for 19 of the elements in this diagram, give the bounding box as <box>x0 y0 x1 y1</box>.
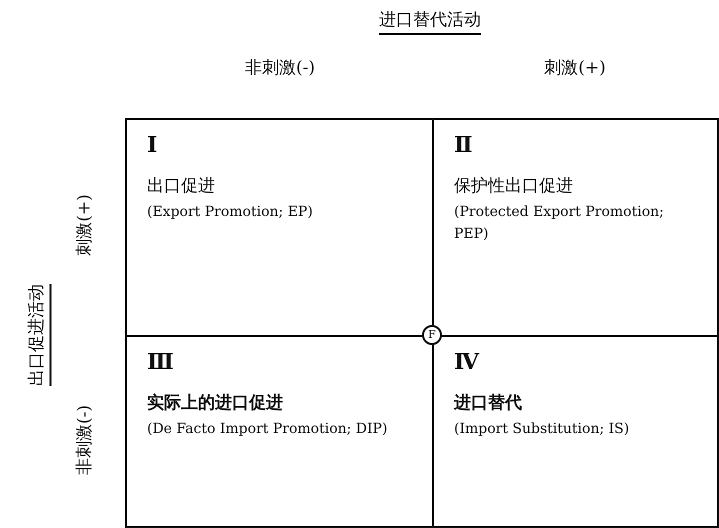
row-header: 非刺激(-) <box>74 405 96 475</box>
quadrant-title: 进口替代 <box>454 392 523 414</box>
quadrant-title: 实际上的进口促进 <box>147 392 284 414</box>
column-header: 非刺激(-) <box>245 57 315 79</box>
quadrant-subtitle: (De Facto Import Promotion; DIP) <box>147 420 388 439</box>
origin-marker: F <box>422 325 442 345</box>
roman-numeral: Ⅲ <box>147 349 174 375</box>
roman-numeral: Ⅰ <box>147 132 158 158</box>
row-header: 刺激(+) <box>74 194 96 256</box>
quadrant-subtitle: (Protected Export Promotion; PEP) <box>454 203 665 244</box>
roman-numeral: Ⅳ <box>454 349 479 375</box>
axis-title: 出口促进活动 <box>24 284 52 386</box>
quadrant-title: 出口促进 <box>147 175 216 197</box>
axis-title: 进口替代活动 <box>379 8 481 35</box>
roman-numeral: Ⅱ <box>454 132 473 158</box>
quadrant-subtitle: (Export Promotion; EP) <box>147 203 314 222</box>
column-header: 刺激(+) <box>544 57 606 79</box>
quadrant-subtitle: (Import Substitution; IS) <box>454 420 630 439</box>
quadrant-title: 保护性出口促进 <box>454 175 574 197</box>
